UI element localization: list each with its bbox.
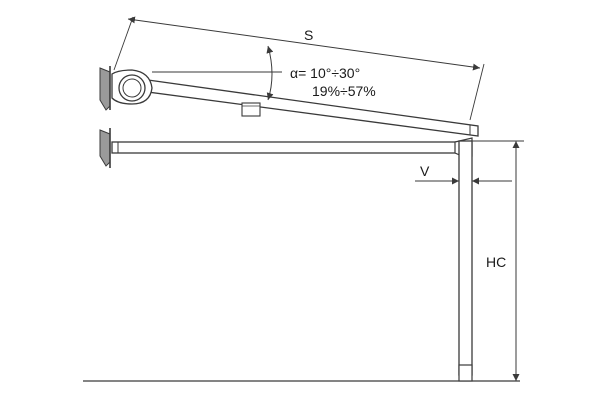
lower-wall-bracket [99, 128, 111, 168]
angle-percent: 19%÷57% [312, 83, 376, 99]
upper-wall-bracket [99, 66, 111, 111]
span-label: S [304, 27, 313, 43]
height-dimension [472, 140, 524, 381]
angle-indicator [152, 45, 282, 101]
roller-cassette [111, 69, 153, 105]
projection-label: V [420, 163, 430, 179]
post-foot [458, 364, 473, 382]
height-label: HC [486, 254, 506, 270]
motor-box [241, 102, 261, 117]
horizontal-beam [111, 141, 463, 154]
vertical-post [458, 140, 473, 376]
span-dimension [113, 16, 485, 121]
angle-degrees: α= 10°÷30° [290, 65, 360, 81]
